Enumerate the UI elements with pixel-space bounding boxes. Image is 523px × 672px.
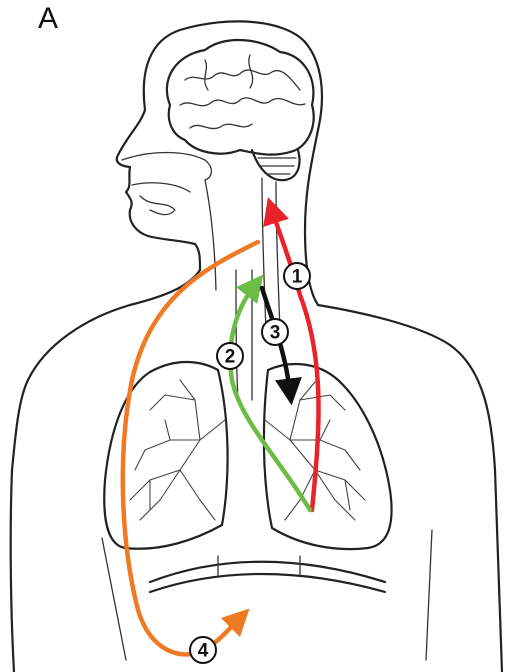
badge-4: 4 (190, 637, 216, 663)
svg-text:2: 2 (225, 347, 236, 368)
spinal-cord (262, 178, 280, 330)
badge-3: 3 (262, 319, 288, 345)
diaphragm-icon (150, 556, 385, 592)
lungs-icon (104, 362, 391, 549)
badge-2: 2 (217, 343, 243, 369)
svg-text:3: 3 (270, 323, 281, 344)
svg-text:4: 4 (198, 641, 209, 662)
badge-1: 1 (284, 263, 310, 289)
svg-text:1: 1 (292, 267, 303, 288)
brain-icon (167, 40, 314, 180)
arrow-pathway-4 (123, 242, 258, 654)
